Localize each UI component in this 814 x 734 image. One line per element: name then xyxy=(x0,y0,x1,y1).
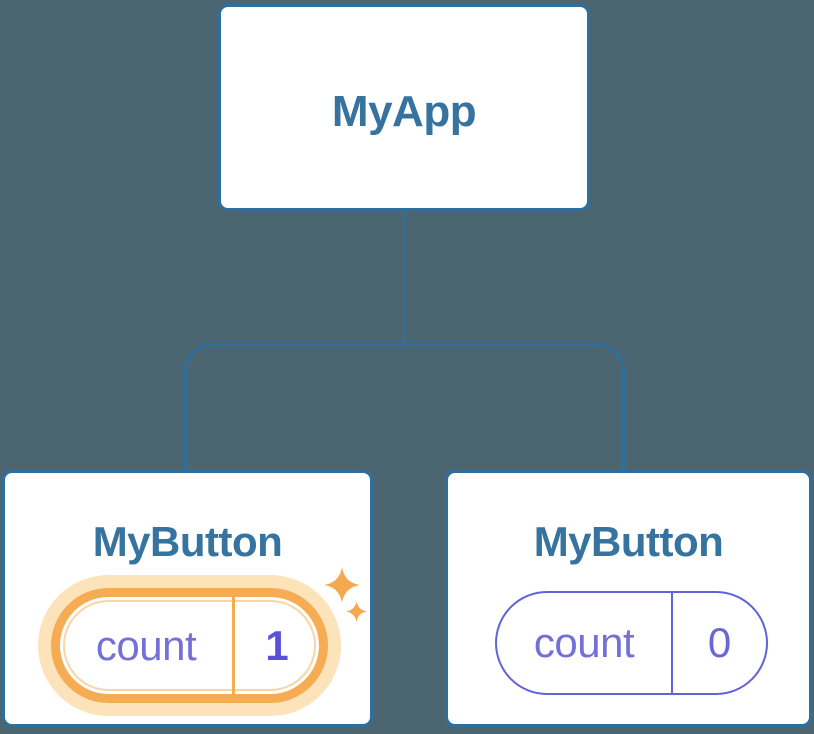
node-mybutton-right: MyButton count 0 xyxy=(445,470,812,727)
connector-branch xyxy=(184,343,625,470)
state-pill-default: count 0 xyxy=(495,591,768,695)
node-mybutton-left-label: MyButton xyxy=(92,518,283,565)
pill-divider xyxy=(671,593,673,693)
pill-divider xyxy=(232,597,235,694)
node-myapp-label: MyApp xyxy=(331,87,477,136)
node-myapp: MyApp xyxy=(218,4,590,211)
sparkle-icon-large xyxy=(324,567,360,603)
state-value: 1 xyxy=(265,621,289,669)
state-value: 0 xyxy=(707,619,732,666)
connector-stem xyxy=(403,211,406,344)
node-mybutton-right-label: MyButton xyxy=(533,518,724,565)
state-pill-highlighted: count 1 xyxy=(51,588,328,703)
sparkle-icon-small xyxy=(346,601,367,622)
state-key-label: count xyxy=(95,621,197,669)
node-mybutton-left: MyButton count 1 xyxy=(2,470,373,727)
state-key-label: count xyxy=(533,619,635,666)
